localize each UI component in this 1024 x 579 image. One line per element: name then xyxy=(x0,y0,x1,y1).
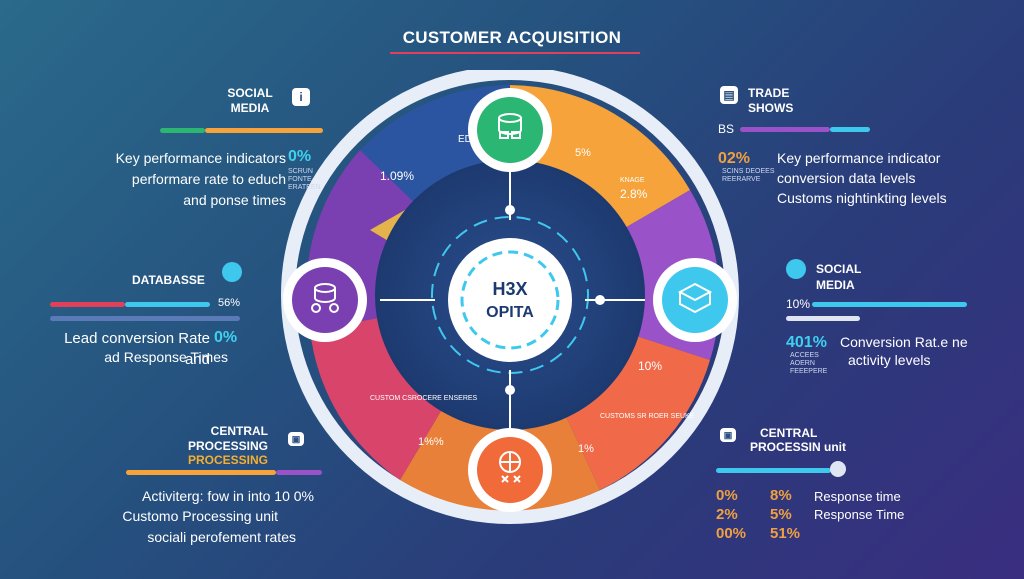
ring-label-top-left: ED xyxy=(458,134,472,145)
database-header: DATABASSE xyxy=(132,273,205,287)
social-right-tiny: ACCEES AOERN FEEEPERE xyxy=(790,352,828,375)
trade-line-2: conversion data levels xyxy=(777,170,916,186)
social-right-line-2: activity levels xyxy=(848,352,931,368)
info-icon: i xyxy=(292,88,310,106)
social-right-small: 10% xyxy=(786,297,811,311)
social-right-header: SOCIAL xyxy=(816,262,862,276)
database-small-pct: 56% xyxy=(218,297,241,309)
social-left-header: SOCIAL MEDIA xyxy=(227,86,273,115)
database-bar-cyan xyxy=(125,302,210,307)
social-right-bar-cyan xyxy=(812,302,967,307)
social-right-bar-white xyxy=(786,316,860,321)
title-underline xyxy=(390,52,640,54)
trade-header: TRADE SHOWS xyxy=(748,86,794,115)
central-left-header3: PROCESSING xyxy=(187,453,268,467)
central-right-label-0: Response time xyxy=(814,489,901,504)
central-right-col2-1: 5% xyxy=(770,506,792,523)
central-right-header2: PROCESSIN unit xyxy=(750,440,847,454)
box-network-icon xyxy=(677,282,713,314)
database-people-icon xyxy=(311,283,339,313)
central-right-col1-0: 0% xyxy=(716,487,738,504)
ring-label-right-low: 10% xyxy=(638,359,662,373)
social-left-pct: 0% xyxy=(288,148,312,165)
center-node xyxy=(448,238,572,362)
acquisition-ring-diagram: H3X OPITA ED 5% 1.09% KNAGE 2.8% 10% CUS… xyxy=(281,70,739,524)
central-left-bar-orange xyxy=(126,470,276,475)
flag-icon: ▤ xyxy=(720,86,738,104)
central-left-header2: PROCESSING xyxy=(187,439,268,453)
page-title: CUSTOMER ACQUISITION xyxy=(402,28,622,47)
central-right-col2-2: 51% xyxy=(770,525,801,542)
globe-icon xyxy=(222,262,242,282)
trade-tiny: SCINS DEOEES REERARVE xyxy=(722,168,775,183)
central-right-header1: CENTRAL xyxy=(760,426,818,440)
ring-label-bottom-right: 1% xyxy=(578,443,594,455)
central-right-col1-2: 00% xyxy=(716,525,747,542)
social-left-bar-green xyxy=(160,128,205,133)
database-bar-pink xyxy=(50,302,125,307)
database-line-1: Lead conversion Rate and xyxy=(64,330,210,368)
trade-pct: 02% xyxy=(718,150,751,167)
globe-x-icon xyxy=(499,451,521,483)
trade-bar-purple xyxy=(740,127,830,132)
database-pct: 0% xyxy=(214,329,238,346)
social-left-tiny: SCRUN FONTE ERATEEN xyxy=(288,168,321,191)
center-line2: OPITA xyxy=(486,304,534,321)
ring-label-bottom-left: 1%% xyxy=(418,436,444,448)
central-left-line-1: Activiterg: fow in into 10 0% xyxy=(142,488,314,504)
ring-label-top-right: 5% xyxy=(575,147,591,159)
slider-knob xyxy=(830,461,846,477)
central-left-line-3: sociali perofement rates xyxy=(147,529,296,545)
social-left-line-1: Key performance indicators xyxy=(115,150,286,166)
trade-line-3: Customs nightinkting levels xyxy=(777,190,947,206)
ring-label-bottom-left-small: CUSTOM CSROCERE ENSERES xyxy=(370,395,478,402)
social-right-pct: 401% xyxy=(786,334,827,351)
ring-label-right-mid: 2.8% xyxy=(620,187,648,201)
central-left-line-2: Customo Processing unit xyxy=(122,508,278,524)
ring-label-right-small: KNAGE xyxy=(620,177,645,184)
central-left-header1: CENTRAL xyxy=(210,424,268,438)
trade-line-1: Key performance indicator xyxy=(777,150,941,166)
social-right-line-1: Conversion Rat.e ne xyxy=(840,334,968,350)
social-left-line-3: and ponse times xyxy=(183,192,286,208)
social-left-bar-orange xyxy=(205,128,323,133)
ring-label-left-mid: 1.09% xyxy=(380,169,414,183)
central-right-col1-1: 2% xyxy=(716,506,738,523)
social-right-header2: MEDIA xyxy=(816,278,855,292)
social-left-line-2: performare rate to educh xyxy=(131,171,286,187)
database-bar-blue xyxy=(50,316,240,321)
central-right-label-1: Response Time xyxy=(814,507,905,522)
chip-icon-right: ▣ xyxy=(720,428,736,442)
database-grid-icon xyxy=(498,113,522,139)
central-right-bar-cyan xyxy=(716,468,831,473)
ring-label-bottom-right-small: CUSTOMS SR ROER SEUKE xyxy=(600,413,695,420)
center-line1: H3X xyxy=(492,279,527,299)
people-icon xyxy=(786,259,806,279)
trade-small: BS xyxy=(718,122,735,136)
chip-icon: ▣ xyxy=(288,432,304,446)
central-left-bar-purple xyxy=(276,470,322,475)
database-line-2: ad Response Times xyxy=(104,349,228,365)
central-right-col2-0: 8% xyxy=(770,487,792,504)
trade-bar-cyan xyxy=(830,127,870,132)
